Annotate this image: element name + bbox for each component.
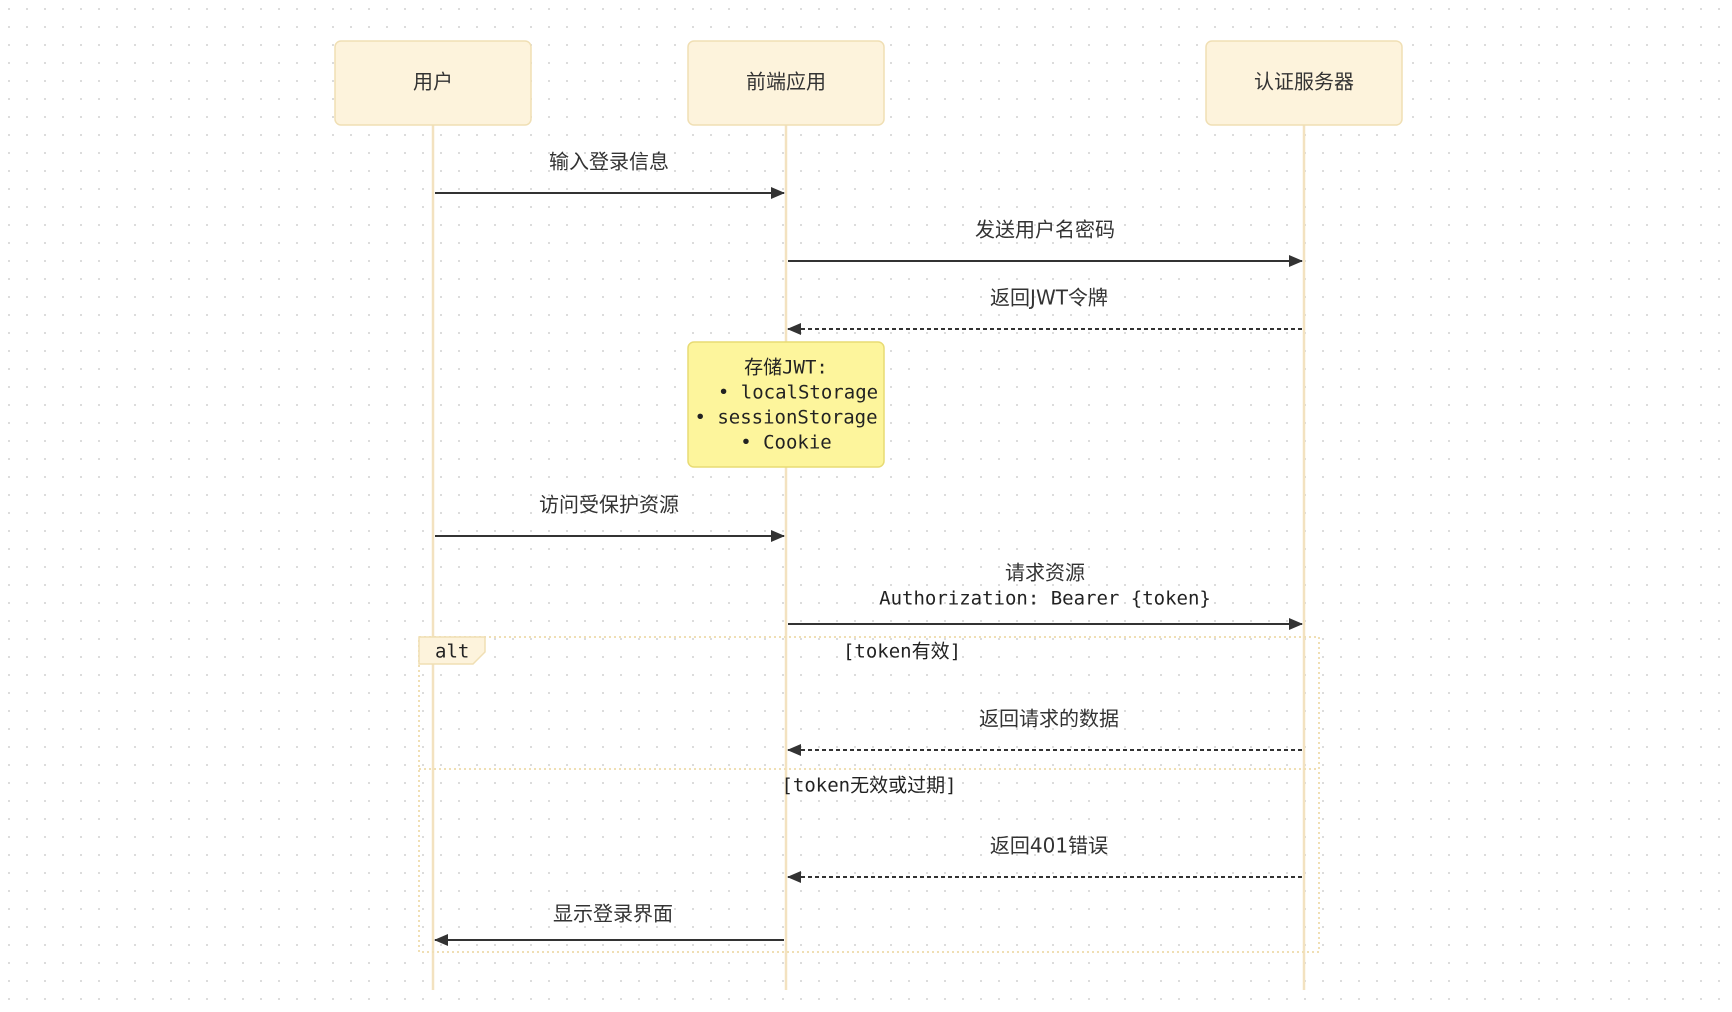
message-return-data: 返回请求的数据 <box>787 707 1302 756</box>
actor-frontend: 前端应用 <box>687 40 885 126</box>
alt-condition-invalid: [token无效或过期] <box>781 775 956 797</box>
actor-auth-server: 认证服务器 <box>1205 40 1403 126</box>
actor-label: 用户 <box>413 70 453 94</box>
alt-frame-tag <box>418 636 486 665</box>
message-label: 返回401错误 <box>990 834 1108 858</box>
alt-frame-border <box>418 636 1320 953</box>
actor-box <box>1205 40 1403 126</box>
message-label: 显示登录界面 <box>553 902 673 926</box>
message-label: 返回JWT令牌 <box>990 286 1108 310</box>
message-label: 请求资源 <box>1005 561 1085 585</box>
note-line: • Cookie <box>740 432 832 454</box>
message-request-resource: 请求资源 Authorization: Bearer {token} <box>788 561 1303 630</box>
actor-box <box>334 40 532 126</box>
actor-box <box>687 40 885 126</box>
message-return-401: 返回401错误 <box>787 834 1302 883</box>
note-box <box>687 341 885 468</box>
alt-frame: alt [token有效] [token无效或过期] <box>418 636 1320 953</box>
message-return-jwt: 返回JWT令牌 <box>787 286 1302 335</box>
actor-user: 用户 <box>334 40 532 126</box>
message-show-login: 显示登录界面 <box>434 902 784 946</box>
alt-frame-label: alt <box>435 641 469 663</box>
message-label: 返回请求的数据 <box>979 707 1119 731</box>
lifelines <box>431 125 1306 990</box>
note-line: 存储JWT: <box>744 357 828 379</box>
message-label-header: Authorization: Bearer {token} <box>879 588 1211 610</box>
actor-label: 认证服务器 <box>1254 70 1354 94</box>
note-line: • sessionStorage <box>694 407 877 429</box>
message-label: 发送用户名密码 <box>975 218 1115 242</box>
message-access-protected-resource: 访问受保护资源 <box>435 493 785 542</box>
note-line: • localStorage <box>718 382 878 404</box>
actor-label: 前端应用 <box>746 70 826 94</box>
message-label: 访问受保护资源 <box>539 493 679 517</box>
alt-condition-valid: [token有效] <box>843 641 961 663</box>
note-store-jwt: 存储JWT: • localStorage • sessionStorage •… <box>687 341 885 468</box>
message-label: 输入登录信息 <box>549 150 669 174</box>
message-send-credentials: 发送用户名密码 <box>788 218 1303 267</box>
message-enter-login-info: 输入登录信息 <box>435 150 785 199</box>
